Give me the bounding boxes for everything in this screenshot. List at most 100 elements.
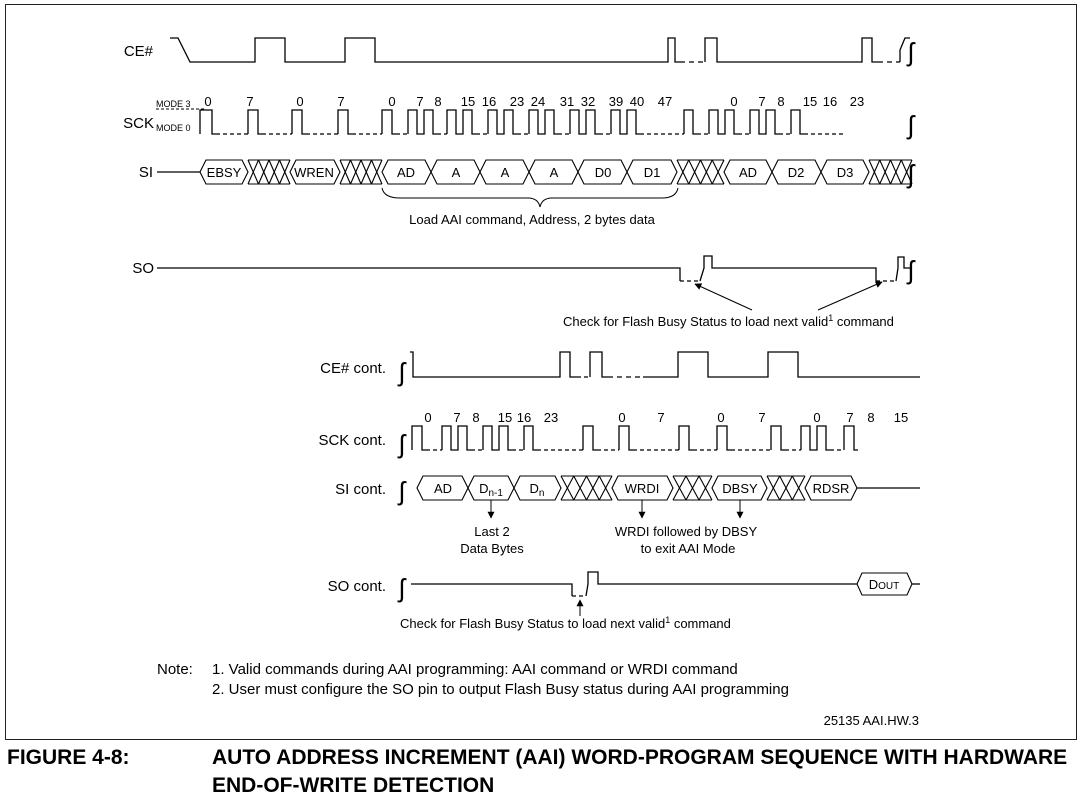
bus-dontcare [672,475,687,501]
note-2: 2. User must configure the SO pin to out… [212,681,789,698]
mode3-label: MODE 3 [156,99,191,109]
clock-segment [247,109,262,135]
sck-count: 16 [823,94,837,109]
si-box: A [501,165,510,180]
dout-label: DOUT [869,577,900,592]
break-mark-ce: ʃ [906,37,916,67]
sck-cont-count-labels: 0 7 8 15 16 23 0 7 0 7 0 7 8 15 [424,410,908,425]
figure-number: FIGURE 4-8: [7,746,130,769]
wrdi-annotation-line1: WRDI followed by DBSY [615,524,758,539]
sck-cont-count: 15 [894,410,908,425]
sck-count: 32 [581,94,595,109]
bus-dontcare [868,159,881,185]
si-cont-box-dbsy: DBSY [722,481,758,496]
clock-segment [683,109,697,135]
bus-dontcare [573,475,587,501]
bus-dontcare [685,475,700,501]
si-bus [199,159,913,185]
check-busy-annotation-2: Check for Flash Busy Status to load next… [400,615,731,631]
clock-segment [482,425,512,451]
sck-count: 16 [482,94,496,109]
sck-cont-count: 15 [498,410,512,425]
sck-count: 15 [461,94,475,109]
last2-annotation-line2: Data Bytes [460,541,524,556]
sck-cont-count: 8 [472,410,479,425]
clock-segment [446,109,476,135]
si-cont-box-labels: AD Dn-1 Dn WRDI DBSY RDSR [434,481,849,499]
bus-dontcare [889,159,902,185]
sck-cont-count: 0 [813,410,820,425]
si-cont-box-dn-1: Dn-1 [479,481,503,499]
sck-cont-count: 0 [618,410,625,425]
si-label: SI [139,164,153,181]
si-box: A [550,165,559,180]
clock-segment [749,109,779,135]
sck-count: 39 [609,94,623,109]
clock-segment [487,109,517,135]
si-box: WREN [294,165,334,180]
bus-data-cell [513,475,562,501]
bus-dontcare [711,159,725,185]
load-aai-annotation: Load AAI command, Address, 2 bytes data [409,212,655,227]
bus-dontcare [339,159,352,185]
figure-title: AUTO ADDRESS INCREMENT (AAI) WORD-PROGRA… [212,746,1068,797]
si-cont-box-ad: AD [434,481,452,496]
sck-count: 8 [777,94,784,109]
bus-data-cell [820,159,870,185]
break-mark-so: ʃ [906,255,916,285]
ce-waveform [170,37,910,63]
break-mark-so-cont: ʃ [397,573,407,603]
si-box: D1 [644,165,661,180]
bus-dontcare [766,475,781,501]
clock-segment [381,109,396,135]
clock-segment [291,109,306,135]
clock-segment [618,425,633,451]
sck-count: 31 [560,94,574,109]
si-box: A [452,165,461,180]
si-box: D0 [595,165,612,180]
bus-dontcare [247,159,260,185]
bus-dontcare [360,159,373,185]
si-box-labels: EBSY WREN AD A A A D0 D1 AD D2 D3 [207,165,854,180]
break-mark-si: ʃ [906,159,916,189]
clock-segment [770,425,785,451]
bus-dontcare [349,159,362,185]
sck-cont-count: 7 [846,410,853,425]
clock-segment [678,425,693,451]
sck-count: 23 [850,94,864,109]
sck-cont-count: 16 [517,410,531,425]
sck-count: 47 [658,94,672,109]
mode0-label: MODE 0 [156,123,191,133]
check-busy-annotation-1: Check for Flash Busy Status to load next… [563,313,894,329]
sck-cont-count: 0 [424,410,431,425]
sck-count: 23 [510,94,524,109]
bus-dontcare [370,159,383,185]
note-1: 1. Valid commands during AAI programming… [212,661,738,678]
clock-segment [411,425,426,451]
clock-segment [569,109,599,135]
load-aai-brace [381,187,679,208]
bus-data-cell [199,159,249,185]
so-waveform [157,255,910,282]
break-mark-ce-cont: ʃ [397,357,407,387]
break-mark-si-cont: ʃ [397,476,407,506]
ce-cont-waveform [410,351,920,378]
sck-count: 7 [758,94,765,109]
break-mark-sck: ʃ [906,110,916,140]
sck-count: 0 [388,94,395,109]
sck-cont-count: 7 [453,410,460,425]
timing-diagram: CE# SCK SI SO CE# cont. SCK cont. SI con… [123,37,920,728]
sck-cont-label: SCK cont. [318,432,386,449]
sck-cont-count: 0 [717,410,724,425]
busy-arrow-right [817,281,883,311]
bus-dontcare [900,159,913,185]
si-box: D3 [837,165,854,180]
sck-count-labels: 0 7 0 7 0 7 8 15 16 23 24 31 32 39 40 47… [204,94,864,109]
reference-code: 25135 AAI.HW.3 [824,713,919,728]
bus-dontcare [698,475,713,501]
bus-dontcare [688,159,701,185]
note-label: Note: [157,661,193,678]
sck-cont-count: 8 [867,410,874,425]
si-cont-label: SI cont. [335,481,386,498]
sck-count: 15 [803,94,817,109]
